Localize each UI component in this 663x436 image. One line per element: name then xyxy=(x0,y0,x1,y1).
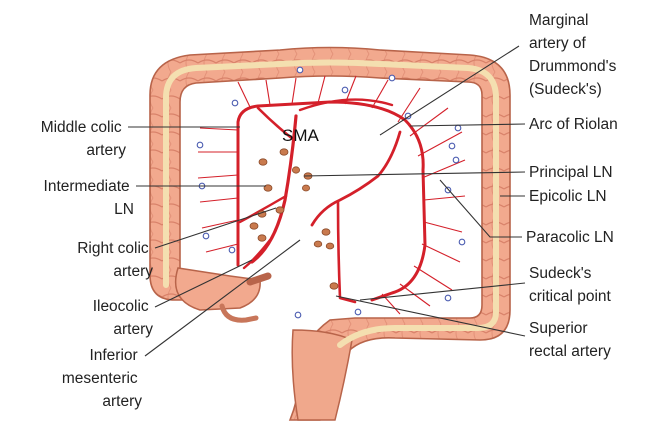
marginal-artery xyxy=(238,102,425,300)
label-intermediate-ln: Intermediate LN xyxy=(44,178,134,218)
ima-trunk xyxy=(312,132,400,225)
label-marginal-artery: Marginal artery of Drummond's (Sudeck's) xyxy=(529,12,621,98)
terminal-ileum xyxy=(250,276,268,282)
label-ileocolic-artery: Ileocolic artery xyxy=(93,298,154,338)
label-right-colic-artery: Right colic artery xyxy=(77,240,153,280)
label-sma: SMA xyxy=(282,126,320,145)
label-inferior-mesenteric-artery: Inferior mesenteric artery xyxy=(62,347,142,410)
leader-lines xyxy=(128,46,525,356)
label-sudecks-critical-point: Sudeck's critical point xyxy=(529,265,612,305)
label-middle-colic-artery: Middle colic artery xyxy=(41,119,127,159)
label-paracolic-ln: Paracolic LN xyxy=(526,229,614,246)
label-arc-of-riolan: Arc of Riolan xyxy=(529,116,618,133)
label-superior-rectal-artery: Superior rectal artery xyxy=(529,320,611,360)
caecum xyxy=(176,268,261,310)
ima-descending xyxy=(338,202,355,302)
label-epicolic-ln: Epicolic LN xyxy=(529,188,607,205)
label-principal-ln: Principal LN xyxy=(529,164,613,181)
ileocolic-branch xyxy=(244,240,270,268)
